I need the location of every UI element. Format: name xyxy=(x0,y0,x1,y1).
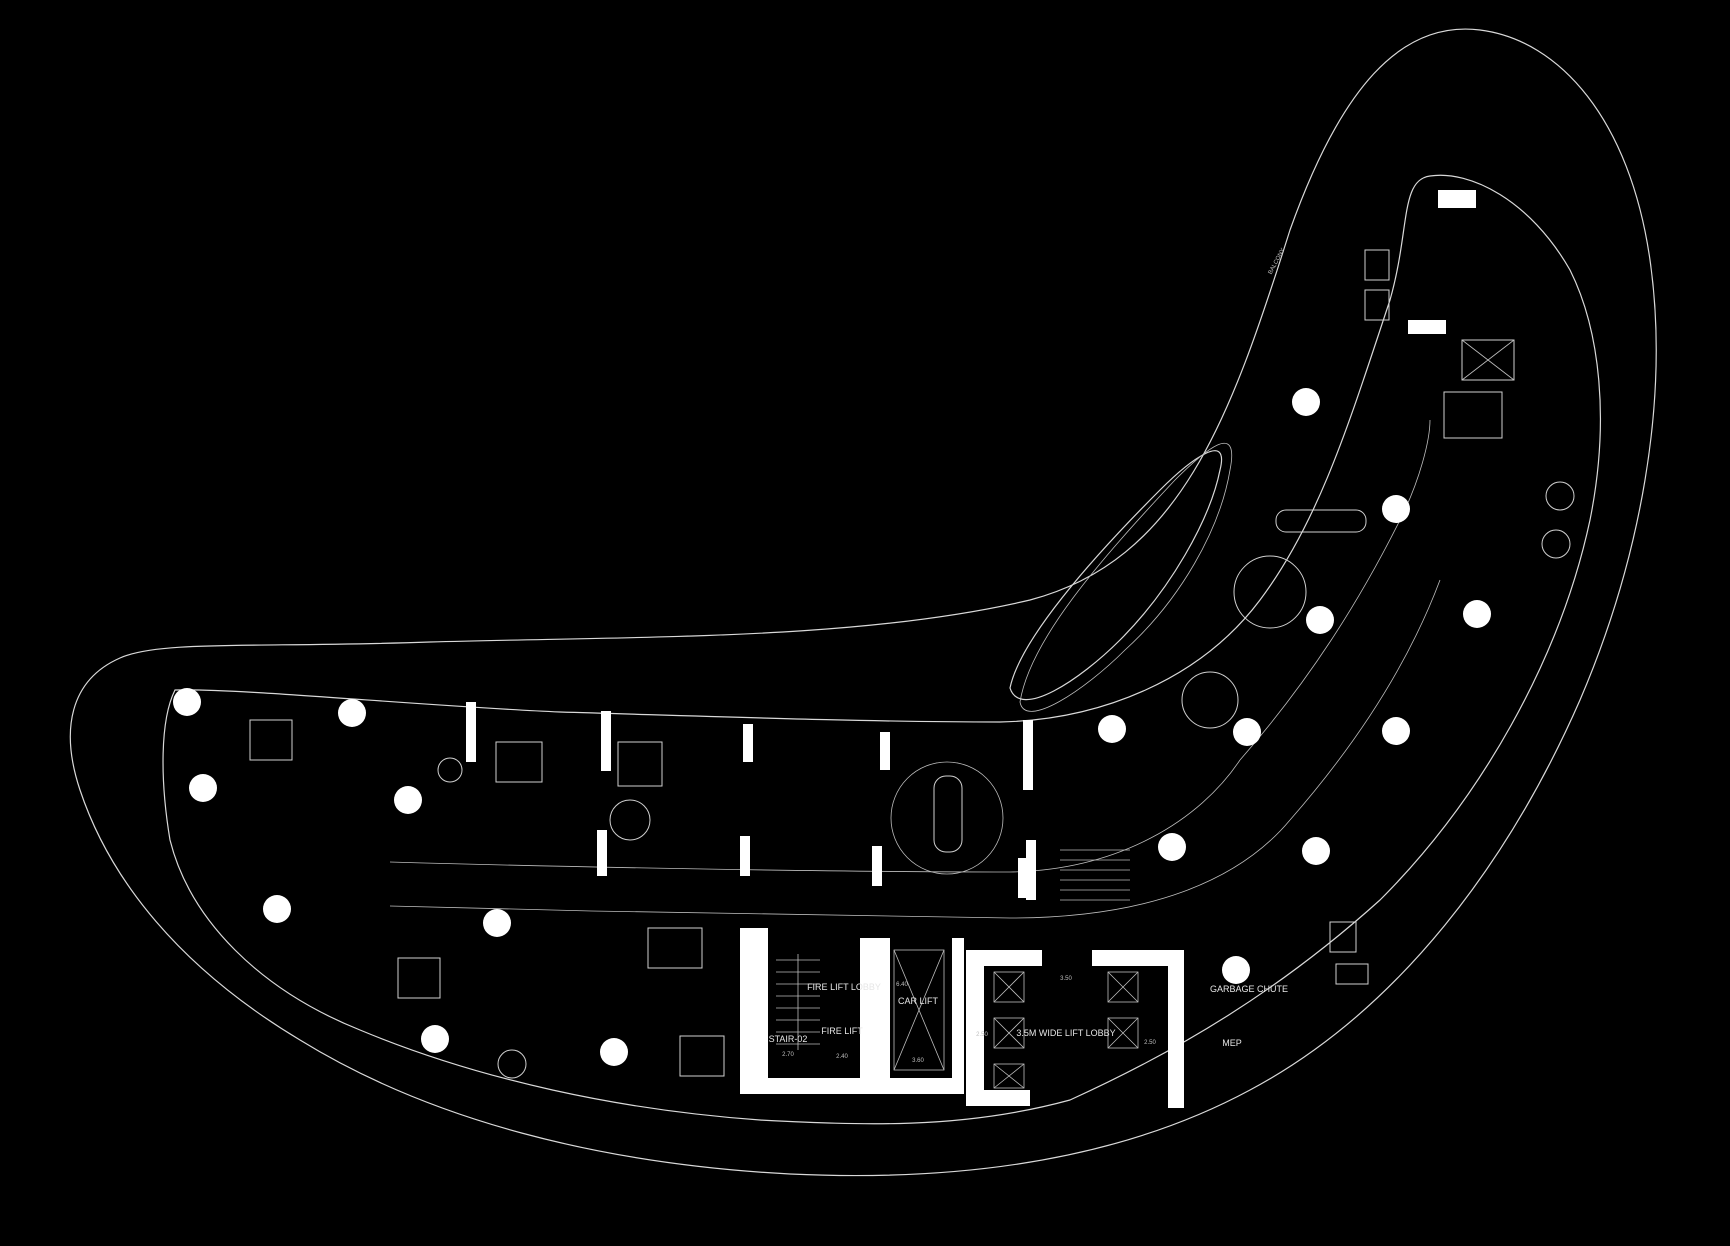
room-marker-m16 xyxy=(1158,833,1186,861)
stair-treads xyxy=(776,954,820,1050)
corridor-line-bottom xyxy=(389,819,1291,919)
corridor-east-2 xyxy=(1289,579,1441,821)
dim-lift-a: 2.50 xyxy=(976,1032,988,1038)
dim-lobby: 3.50 xyxy=(1060,976,1072,982)
dim-car-lift-h: 6.40 xyxy=(896,982,908,988)
wall xyxy=(466,702,476,762)
room-marker-m13 xyxy=(1098,715,1126,743)
dim-stair: 2.70 xyxy=(782,1052,794,1058)
dim-lift-b: 2.50 xyxy=(1144,1040,1156,1046)
car-icon xyxy=(933,775,963,853)
outer-boundary xyxy=(69,28,1657,1177)
room-marker-m1 xyxy=(173,688,201,716)
core-wall xyxy=(740,928,876,1094)
wall xyxy=(601,711,611,771)
lift-lobby-label: 3.5M WIDE LIFT LOBBY xyxy=(1016,1028,1115,1038)
room-marker-m6 xyxy=(483,909,511,937)
car-lift-wall xyxy=(952,938,964,1090)
wall xyxy=(880,732,890,770)
room-marker-m4 xyxy=(394,786,422,814)
car-lift-wall xyxy=(870,938,882,1090)
room-marker-m15 xyxy=(1382,717,1410,745)
room-marker-m7 xyxy=(421,1025,449,1053)
wall xyxy=(743,724,753,762)
car-lift-label: CAR LIFT xyxy=(898,996,939,1006)
inner-void-ring xyxy=(1019,442,1232,712)
stair-label: STAIR-02 xyxy=(769,1034,808,1044)
garbage-chute-label: GARBAGE CHUTE xyxy=(1210,984,1288,994)
room-marker-m8 xyxy=(600,1038,628,1066)
wall xyxy=(1023,720,1033,790)
east-stair-treads xyxy=(1060,849,1130,901)
room-marker-m17 xyxy=(1302,837,1330,865)
room-marker-m12 xyxy=(1463,600,1491,628)
room-marker-m18 xyxy=(1222,956,1250,984)
fire-lift-lobby-label: FIRE LIFT LOBBY xyxy=(807,982,881,992)
mep-label: MEP xyxy=(1222,1038,1242,1048)
wall xyxy=(1408,320,1446,334)
room-marker-m5 xyxy=(263,895,291,923)
inner-void xyxy=(1009,450,1223,701)
wall xyxy=(1438,190,1476,208)
room-marker-m2 xyxy=(338,699,366,727)
wall xyxy=(1018,858,1028,898)
car-lift-shaft xyxy=(893,949,945,1071)
car-lift-wall xyxy=(870,1078,964,1094)
room-marker-m14 xyxy=(1233,718,1261,746)
room-marker-m10 xyxy=(1382,495,1410,523)
inner-boundary xyxy=(162,174,1602,1125)
car-turntable xyxy=(890,761,1004,875)
room-marker-m9 xyxy=(1292,388,1320,416)
lift-cars xyxy=(993,971,1139,1089)
dim-car-lift-w: 3.60 xyxy=(912,1058,924,1064)
dim-fire-lift: 2.40 xyxy=(836,1054,848,1060)
lift-lobby-wall xyxy=(966,950,1042,1106)
corridor-line-top xyxy=(389,759,1241,873)
room-marker-m11 xyxy=(1306,606,1334,634)
wall xyxy=(872,846,882,886)
corridor-east xyxy=(1239,419,1431,761)
furniture xyxy=(249,249,1575,1079)
room-marker-m3 xyxy=(189,774,217,802)
lift-lobby-wall xyxy=(1092,950,1184,1108)
room-markers xyxy=(173,388,1491,1066)
fire-lift-label: FIRE LIFT xyxy=(821,1026,863,1036)
east-stair xyxy=(1026,840,1036,900)
wall xyxy=(597,830,607,876)
wall xyxy=(740,836,750,876)
